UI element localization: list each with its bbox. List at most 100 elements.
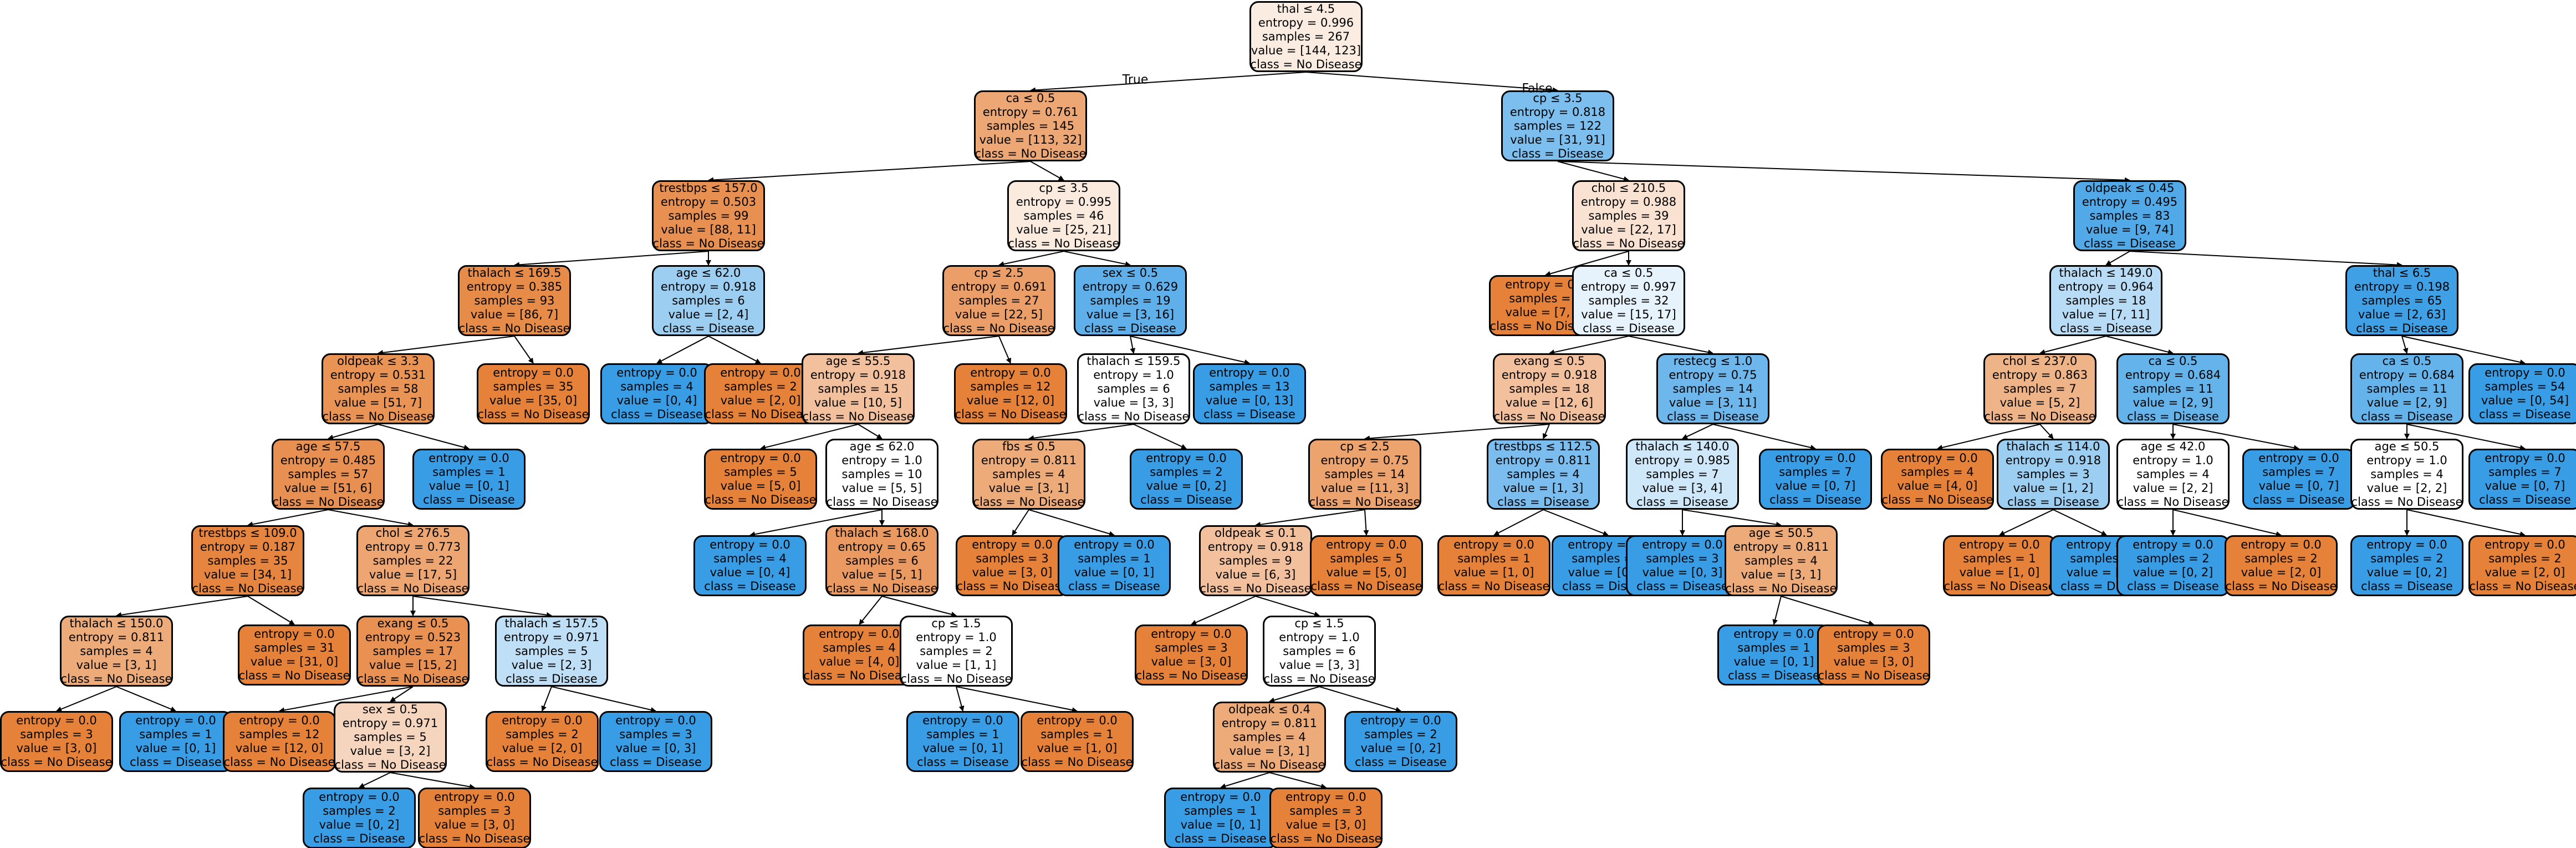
node-line: samples = 4 bbox=[620, 380, 693, 393]
node-line: class = Disease bbox=[1636, 580, 1728, 593]
node-line: entropy = 1.0 bbox=[2366, 453, 2447, 467]
node-line: class = Disease bbox=[662, 321, 754, 335]
node-line: class = Disease bbox=[2361, 409, 2453, 423]
edge-n64-n65 bbox=[1772, 596, 1782, 625]
node-line: class = No Disease bbox=[1135, 669, 1247, 682]
node-line: oldpeak ≤ 0.4 bbox=[1228, 702, 1310, 716]
edge-n58-n60 bbox=[1543, 509, 1609, 536]
node-line: class = No Disease bbox=[1818, 669, 1930, 682]
node-line: samples = 3 bbox=[1837, 641, 1910, 654]
edge-n27-n28 bbox=[760, 424, 859, 450]
node-line: entropy = 0.0 bbox=[720, 366, 801, 379]
node-line: value = [2, 0] bbox=[2485, 566, 2565, 579]
edge-n2-n3 bbox=[514, 251, 709, 268]
node-line: class = Disease bbox=[1497, 495, 1589, 509]
node-line: class = No Disease bbox=[1270, 832, 1382, 845]
node-line: value = [0, 7] bbox=[2258, 479, 2339, 492]
edge-n80-n81 bbox=[2401, 336, 2409, 354]
edge-n39-n41 bbox=[1028, 509, 1115, 537]
node-line: samples = 6 bbox=[1283, 644, 1356, 658]
node-line: samples = 12 bbox=[970, 380, 1051, 393]
node-line: class = No Disease bbox=[955, 408, 1067, 421]
node-line: exang ≤ 0.5 bbox=[377, 616, 449, 630]
node-line: value = [3, 0] bbox=[1151, 655, 1232, 668]
node-line: entropy = 0.773 bbox=[365, 540, 461, 554]
node-line: samples = 32 bbox=[1588, 293, 1669, 307]
node-line: entropy = 0.684 bbox=[2359, 368, 2455, 382]
node-line: cp ≤ 1.5 bbox=[931, 616, 981, 630]
node-line: entropy = 0.0 bbox=[1833, 627, 1914, 641]
node-line: class = No Disease bbox=[2225, 580, 2337, 593]
node-line: entropy = 0.0 bbox=[922, 714, 1003, 727]
node-line: value = [0, 2] bbox=[2133, 566, 2213, 579]
edge-n11-n17 bbox=[412, 596, 552, 618]
edge-n5-n6 bbox=[247, 509, 329, 527]
node-line: cp ≤ 3.5 bbox=[1533, 91, 1583, 105]
node-line: value = [2, 2] bbox=[2366, 481, 2447, 495]
node-line: class = Disease bbox=[506, 672, 598, 685]
node-line: value = [34, 1] bbox=[203, 567, 292, 581]
node-line: value = [22, 17] bbox=[1581, 222, 1676, 236]
node-line: entropy = 0.0 bbox=[2366, 538, 2447, 551]
node-line: class = No Disease bbox=[1, 755, 113, 769]
edge-n12-n13 bbox=[279, 686, 414, 713]
node-line: entropy = 0.65 bbox=[838, 540, 926, 554]
edge-n38-n39 bbox=[1028, 424, 1134, 441]
node-line: class = Disease bbox=[130, 755, 222, 769]
node-line: samples = 1 bbox=[139, 728, 212, 741]
node-line: entropy = 0.988 bbox=[1580, 195, 1677, 209]
node-line: entropy = 1.0 bbox=[916, 630, 997, 644]
node-line: class = No Disease bbox=[60, 672, 172, 685]
node-line: class = Disease bbox=[1583, 321, 1675, 335]
node-line: value = [0, 7] bbox=[2485, 479, 2565, 492]
edge-n44-n45 bbox=[1557, 161, 1629, 182]
edge-n75-n79 bbox=[2172, 424, 2299, 451]
node-line: thalach ≤ 169.5 bbox=[467, 266, 562, 280]
node-line: samples = 3 bbox=[1646, 552, 1719, 565]
node-line: samples = 65 bbox=[2361, 293, 2442, 307]
node-line: value = [0, 3] bbox=[1642, 566, 1723, 579]
node-line: class = Disease bbox=[2007, 495, 2099, 509]
node-line: samples = 1 bbox=[1184, 804, 1257, 817]
node-line: class = Disease bbox=[423, 493, 515, 506]
node-line: entropy = 0.0 bbox=[1037, 714, 1118, 727]
edge-n4-n20 bbox=[378, 424, 470, 450]
node-line: value = [51, 7] bbox=[334, 395, 422, 409]
node-line: thalach ≤ 140.0 bbox=[1635, 439, 1730, 453]
node-line: entropy = 0.918 bbox=[2005, 453, 2101, 467]
node-line: class = Disease bbox=[2361, 580, 2453, 593]
edge-n72-n74 bbox=[2053, 509, 2107, 536]
edge-n58-n59 bbox=[1493, 509, 1544, 536]
node-line: samples = 7 bbox=[2488, 465, 2562, 479]
edge-n50-n51 bbox=[1191, 596, 1256, 625]
node-line: cp ≤ 3.5 bbox=[1039, 181, 1089, 195]
node-line: class = No Disease bbox=[1213, 758, 1325, 771]
node-line: samples = 18 bbox=[2065, 293, 2146, 307]
node-line: entropy = 0.918 bbox=[660, 280, 757, 293]
node-line: class = No Disease bbox=[826, 495, 938, 509]
node-line: samples = 1 bbox=[1078, 552, 1151, 565]
node-line: ca ≤ 0.5 bbox=[1006, 91, 1055, 105]
node-line: entropy = 0.523 bbox=[365, 630, 461, 644]
edge-n61-n67 bbox=[1712, 424, 1816, 450]
node-line: value = [31, 0] bbox=[250, 655, 339, 668]
node-line: value = [3, 3] bbox=[1093, 395, 1174, 409]
